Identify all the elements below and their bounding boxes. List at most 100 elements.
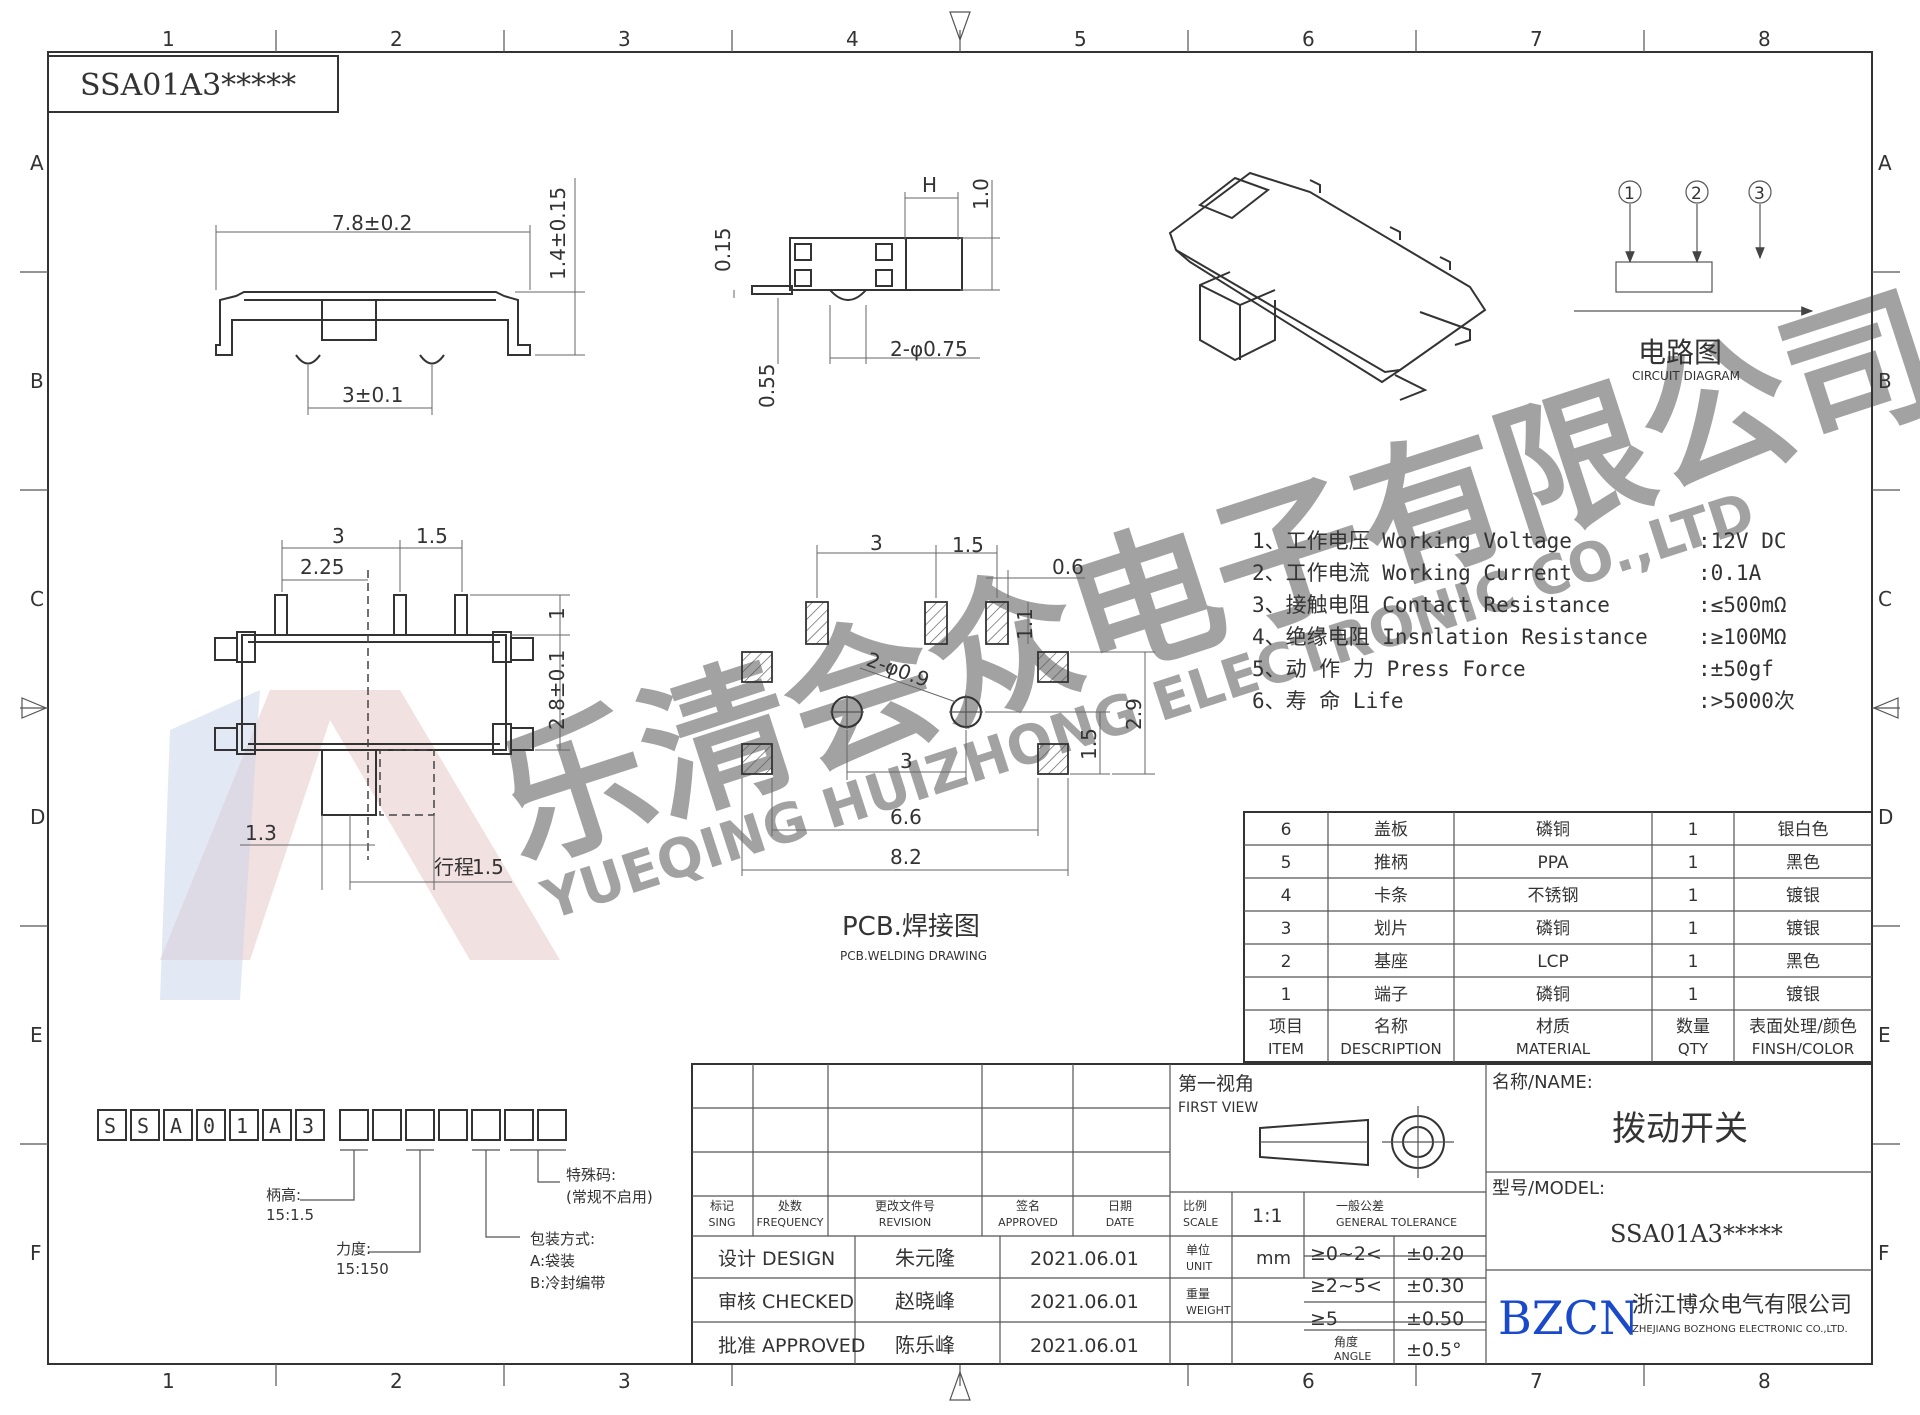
bom-cell: 端子 xyxy=(1374,985,1408,1005)
rev-header-en: DATE xyxy=(1106,1216,1135,1229)
unit-label-en: UNIT xyxy=(1186,1260,1213,1273)
bom-cell: 1 xyxy=(1688,886,1699,906)
company-en: ZHEJIANG BOZHONG ELECTRONIC CO.,LTD. xyxy=(1632,1324,1848,1335)
tolerance-value: ±0.50 xyxy=(1406,1308,1464,1330)
spec-label: 2、工作电流 Working Current xyxy=(1252,561,1572,585)
tolerance-title-en: GENERAL TOLERANCE xyxy=(1336,1216,1457,1229)
bom-rows: 6 盖板 磷铜 1 银白色 5 推柄 PPA 1 黑色 4 卡条 不锈钢 1 镀… xyxy=(1268,820,1857,1058)
row-label: D xyxy=(1878,805,1893,829)
force-label: 力度: xyxy=(336,1240,371,1258)
rev-header-cn: 签名 xyxy=(1016,1198,1040,1213)
signoff-date: 2021.06.01 xyxy=(1030,1335,1139,1357)
bom-cell: 1 xyxy=(1281,985,1292,1005)
col-label: 7 xyxy=(1530,27,1543,51)
dim-top-2-25: 2.25 xyxy=(300,555,345,579)
dim-travel: 1.5 xyxy=(472,855,504,879)
bom-cell: 1 xyxy=(1688,853,1699,873)
weight-label-cn: 重量 xyxy=(1186,1287,1210,1301)
bom-header-cn: 名称 xyxy=(1374,1017,1408,1037)
center-mark-left xyxy=(21,697,48,719)
row-label: F xyxy=(30,1241,42,1265)
signoff-name: 朱元隆 xyxy=(895,1246,955,1270)
tolerance-range: ≥5 xyxy=(1310,1308,1338,1330)
signoff-name: 陈乐峰 xyxy=(895,1333,955,1357)
spec-label: 3、接触电阻 Contact Resistance xyxy=(1252,593,1610,617)
col-label: 1 xyxy=(162,1369,175,1393)
pin-label: 2 xyxy=(1691,184,1702,204)
model-label: 型号/MODEL: xyxy=(1492,1178,1605,1199)
bom-header-cn: 数量 xyxy=(1676,1017,1710,1037)
spec-value: :0.1A xyxy=(1698,561,1762,585)
handle-height-value: 15:1.5 xyxy=(266,1206,314,1224)
name-label: 名称/NAME: xyxy=(1492,1072,1593,1093)
special-label: 特殊码: xyxy=(566,1166,616,1184)
bom-cell: 6 xyxy=(1281,820,1292,840)
bom-cell: 4 xyxy=(1281,886,1292,906)
bom-cell: 卡条 xyxy=(1374,886,1408,906)
rev-header-en: REVISION xyxy=(879,1216,931,1229)
col-label: 8 xyxy=(1758,27,1771,51)
dim-hole: 2-φ0.75 xyxy=(890,337,968,361)
bom-cell: 磷铜 xyxy=(1536,985,1570,1005)
signoff-role: 批准 APPROVED xyxy=(718,1335,865,1357)
col-label: 4 xyxy=(846,27,859,51)
dim-1-0: 1.0 xyxy=(969,178,993,210)
code-char: A xyxy=(170,1114,182,1138)
isometric-view xyxy=(1168,171,1487,401)
unit-value: mm xyxy=(1256,1248,1291,1269)
center-mark-top xyxy=(949,11,971,42)
signoff-rows: 设计 DESIGN 朱元隆 2021.06.01 审核 CHECKED 赵晓峰 … xyxy=(718,1246,1139,1357)
tolerance-value: ±0.30 xyxy=(1406,1275,1464,1297)
specs-list: 1、工作电压 Working Voltage :12V DC 2、工作电流 Wo… xyxy=(1252,529,1795,713)
row-label: A xyxy=(30,151,44,175)
bom-cell: 1 xyxy=(1688,985,1699,1005)
packaging-a: A:袋装 xyxy=(530,1252,575,1270)
scale-label-en: SCALE xyxy=(1183,1216,1218,1229)
product-name: 拨动开关 xyxy=(1612,1109,1748,1149)
bom-cell: 3 xyxy=(1281,919,1292,939)
bom-cell: 1 xyxy=(1688,952,1699,972)
bom-cell: 1 xyxy=(1688,919,1699,939)
code-char: S xyxy=(104,1114,116,1138)
bom-cell: PPA xyxy=(1537,853,1568,873)
bom-header-en: ITEM xyxy=(1268,1040,1304,1058)
angle-value: ±0.5° xyxy=(1406,1339,1462,1361)
bom-cell: 推柄 xyxy=(1374,853,1408,873)
first-view-cone-icon xyxy=(1259,1118,1369,1167)
name-and-model: 名称/NAME: 拨动开关 型号/MODEL: SSA01A3***** BZC… xyxy=(1492,1072,1852,1345)
pin-label: 3 xyxy=(1754,184,1765,204)
pcb-subtitle: PCB.WELDING DRAWING xyxy=(840,949,987,963)
handle-height-label: 柄高: xyxy=(266,1186,301,1204)
col-label: 2 xyxy=(390,1369,403,1393)
code-char: A xyxy=(269,1114,281,1138)
rev-header-cn: 日期 xyxy=(1108,1199,1132,1213)
scale-and-tolerance: 比例 SCALE 1:1 一般公差 GENERAL TOLERANCE 单位 U… xyxy=(1183,1198,1464,1363)
bom-header-cn: 材质 xyxy=(1536,1017,1570,1037)
bom-cell: 5 xyxy=(1281,853,1292,873)
col-label: 8 xyxy=(1758,1369,1771,1393)
spec-value: :≥100MΩ xyxy=(1698,625,1787,649)
col-label: 6 xyxy=(1302,1369,1315,1393)
signoff-name: 赵晓峰 xyxy=(895,1289,955,1313)
dim-pcb-6-6: 6.6 xyxy=(890,805,922,829)
company-cn: 浙江博众电气有限公司 xyxy=(1632,1293,1852,1318)
pcb-title: PCB.焊接图 xyxy=(842,912,980,942)
signoff-role: 审核 CHECKED xyxy=(718,1291,854,1313)
dim-top-3: 3 xyxy=(332,524,345,548)
scale-label-cn: 比例 xyxy=(1183,1199,1207,1213)
spec-value: :12V DC xyxy=(1698,529,1787,553)
bom-cell: 2 xyxy=(1281,952,1292,972)
bom-cell: 磷铜 xyxy=(1536,820,1570,840)
bom-cell: 黑色 xyxy=(1786,853,1820,873)
company-logo: BZCN xyxy=(1498,1291,1639,1345)
rev-header-en: SING xyxy=(709,1216,736,1229)
signoff-date: 2021.06.01 xyxy=(1030,1291,1139,1313)
row-label: C xyxy=(1878,587,1892,611)
dim-pcb-3b: 3 xyxy=(900,749,913,773)
row-label: A xyxy=(1878,151,1892,175)
spec-label: 5、动 作 力 Press Force xyxy=(1252,657,1526,681)
bom-cell: LCP xyxy=(1537,952,1569,972)
col-label: 5 xyxy=(1074,27,1087,51)
dim-height: 1.4±0.15 xyxy=(546,187,570,280)
